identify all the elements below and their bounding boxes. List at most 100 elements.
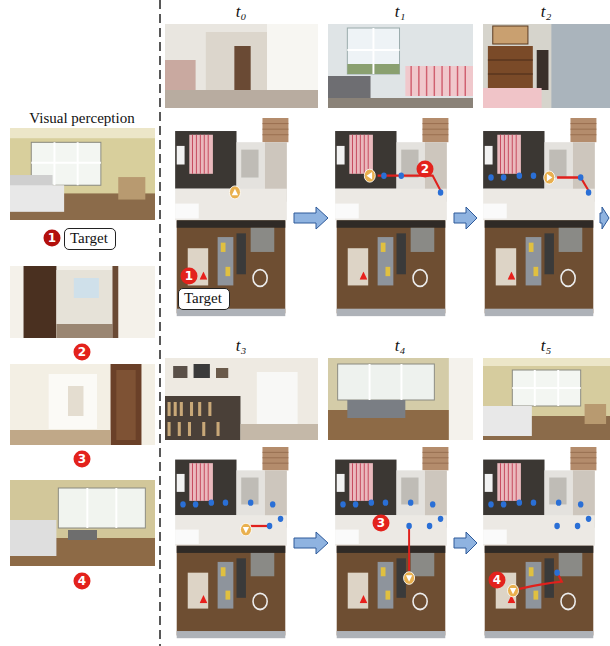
floor-map bbox=[501, 174, 507, 181]
floor-map bbox=[200, 595, 208, 603]
time-label: t₂ bbox=[541, 2, 552, 22]
floor-map bbox=[193, 501, 199, 507]
floor-map bbox=[267, 523, 273, 529]
view-photo bbox=[483, 24, 610, 108]
view-photo bbox=[493, 26, 528, 44]
step-arrow bbox=[294, 207, 609, 554]
view-photo bbox=[165, 358, 318, 440]
time-label: t₅ bbox=[541, 336, 552, 356]
floor-map bbox=[517, 172, 523, 179]
step-arrow bbox=[294, 207, 328, 229]
divider-line bbox=[159, 0, 161, 646]
doorway-photo bbox=[112, 266, 118, 338]
floor-map bbox=[404, 572, 415, 585]
target-photo bbox=[10, 128, 155, 220]
floor-map bbox=[381, 172, 443, 195]
floor-map bbox=[364, 169, 375, 182]
floor-map bbox=[369, 500, 375, 506]
floor-map bbox=[508, 271, 516, 279]
floor-map bbox=[251, 525, 268, 527]
living-room-photo bbox=[10, 480, 155, 566]
floor-map bbox=[223, 500, 229, 506]
floor-map bbox=[586, 516, 592, 522]
floor-map bbox=[229, 186, 240, 199]
view-photo bbox=[234, 46, 250, 90]
doorway-photo bbox=[24, 266, 57, 338]
doorway-photo bbox=[10, 266, 155, 338]
floor-map bbox=[180, 500, 283, 530]
living-room-photo bbox=[10, 480, 155, 566]
floor-map bbox=[406, 523, 412, 529]
doorway-photo bbox=[10, 266, 155, 338]
map-callout: 1 bbox=[181, 268, 198, 285]
floor-map bbox=[175, 447, 288, 638]
floor-map bbox=[578, 174, 584, 181]
step-arrow bbox=[454, 207, 477, 229]
step-arrow bbox=[600, 207, 609, 229]
view-photo bbox=[512, 370, 580, 406]
doorway-photo bbox=[56, 270, 112, 338]
view-photo bbox=[328, 358, 473, 440]
living-room-photo bbox=[10, 520, 56, 556]
map-callout: 3 bbox=[373, 515, 390, 532]
panel-heading: Visual perception bbox=[29, 110, 134, 127]
target-photo bbox=[118, 177, 145, 199]
box-label: Target bbox=[70, 230, 110, 247]
floor-map bbox=[408, 500, 414, 506]
floor-map bbox=[483, 447, 596, 638]
floor-map bbox=[508, 584, 519, 597]
view-photo bbox=[169, 402, 218, 436]
floor-map bbox=[430, 501, 436, 507]
view-photo bbox=[347, 400, 405, 418]
floor-map bbox=[229, 186, 240, 199]
view-photo bbox=[488, 46, 533, 92]
floor-map bbox=[378, 176, 441, 191]
floor-map bbox=[531, 500, 537, 506]
view-photo bbox=[328, 24, 473, 108]
floor-map bbox=[575, 523, 581, 529]
view-photo bbox=[411, 66, 465, 96]
view-photo bbox=[165, 60, 196, 90]
step-arrow bbox=[294, 532, 328, 554]
view-photo bbox=[585, 404, 606, 424]
view-photo bbox=[165, 90, 318, 108]
floor-map bbox=[488, 501, 494, 507]
floor-map bbox=[483, 118, 596, 316]
map-callout: 4 bbox=[489, 572, 506, 589]
view-photo bbox=[483, 358, 610, 440]
map-callout: 2 bbox=[417, 161, 434, 178]
floor-map bbox=[364, 169, 375, 182]
floor-map bbox=[554, 523, 560, 529]
target-box: Target bbox=[178, 288, 230, 310]
box-label: Target bbox=[184, 290, 224, 307]
view-photo bbox=[240, 424, 318, 440]
floor-map bbox=[483, 447, 596, 638]
floor-map bbox=[175, 118, 288, 316]
view-photo bbox=[449, 358, 473, 440]
floor-map bbox=[556, 500, 562, 506]
time-label: t₀ bbox=[236, 2, 247, 22]
time-label: t₁ bbox=[395, 2, 406, 22]
floor-map bbox=[180, 501, 186, 507]
callout-number: 4 bbox=[74, 573, 91, 590]
view-photo bbox=[537, 50, 549, 90]
view-photo bbox=[347, 28, 399, 74]
corridor-photo bbox=[49, 374, 97, 429]
corridor-photo bbox=[10, 364, 155, 445]
view-photo bbox=[328, 98, 473, 108]
view-photo bbox=[483, 358, 610, 440]
callout-number: 1 bbox=[44, 230, 61, 247]
floor-map bbox=[340, 500, 443, 530]
floor-map bbox=[531, 172, 537, 179]
view-photo bbox=[173, 366, 187, 378]
view-photo bbox=[206, 32, 267, 92]
time-label: t₃ bbox=[236, 336, 247, 356]
corridor-photo bbox=[10, 364, 155, 445]
floor-map bbox=[340, 501, 346, 507]
view-photo bbox=[257, 372, 298, 424]
floor-map bbox=[408, 526, 410, 571]
view-photo bbox=[488, 60, 533, 74]
floor-map bbox=[209, 500, 215, 506]
floor-map bbox=[200, 271, 208, 279]
